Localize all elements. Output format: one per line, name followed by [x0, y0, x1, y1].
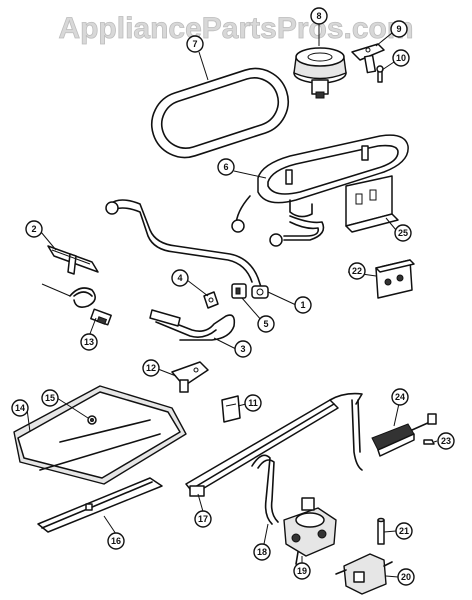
svg-text:4: 4	[177, 273, 182, 283]
part-spark-module	[351, 399, 437, 471]
callout-2: 2	[25, 220, 43, 238]
svg-text:2: 2	[31, 224, 36, 234]
part-manifold-rail	[185, 392, 363, 497]
svg-text:19: 19	[297, 566, 307, 576]
part-screw	[376, 65, 384, 83]
part-flex-tube	[251, 454, 279, 525]
callout-15: 15	[41, 389, 59, 407]
leader-lines	[26, 24, 438, 578]
svg-text:25: 25	[398, 228, 408, 238]
svg-text:22: 22	[352, 266, 362, 276]
svg-text:21: 21	[399, 526, 409, 536]
part-clip-plate	[221, 395, 241, 423]
callout-17: 17	[194, 510, 212, 528]
svg-text:8: 8	[316, 11, 321, 21]
part-solenoid-valve	[335, 553, 393, 595]
svg-text:20: 20	[401, 572, 411, 582]
svg-text:18: 18	[257, 547, 267, 557]
part-valve-body	[231, 283, 247, 299]
callout-1: 1	[294, 296, 312, 314]
callout-16: 16	[107, 532, 125, 550]
callout-9: 9	[390, 20, 408, 38]
svg-text:7: 7	[192, 39, 197, 49]
part-burner-bracket	[351, 43, 385, 74]
svg-text:9: 9	[396, 24, 401, 34]
watermark: AppliancePartsPros.com	[58, 12, 413, 45]
svg-text:15: 15	[45, 393, 55, 403]
svg-text:1: 1	[300, 300, 305, 310]
callout-22: 22	[348, 262, 366, 280]
svg-text:16: 16	[111, 536, 121, 546]
part-burner-ring	[151, 67, 289, 159]
svg-text:3: 3	[240, 344, 245, 354]
callout-13: 13	[80, 333, 98, 351]
part-bent-tube	[149, 309, 236, 341]
callout-10: 10	[392, 49, 410, 67]
callout-25: 25	[394, 224, 412, 242]
svg-text:6: 6	[223, 162, 228, 172]
svg-text:24: 24	[395, 392, 405, 402]
part-regulator-valve	[283, 497, 337, 565]
part-fastener	[87, 415, 97, 425]
callout-12: 12	[142, 359, 160, 377]
part-gas-tubing	[105, 195, 325, 291]
callout-24: 24	[391, 388, 409, 406]
part-burner-head	[293, 47, 347, 99]
part-mounting-plate	[345, 175, 399, 233]
svg-text:11: 11	[248, 398, 258, 408]
part-heat-shield	[13, 385, 187, 485]
part-valve-bracket	[171, 361, 209, 393]
svg-text:14: 14	[15, 403, 25, 413]
callout-23: 23	[437, 432, 455, 450]
part-terminal-block	[375, 259, 415, 299]
part-burner-pan	[257, 134, 409, 218]
callout-20: 20	[397, 568, 415, 586]
callout-6: 6	[217, 158, 235, 176]
callout-14: 14	[11, 399, 29, 417]
svg-text:17: 17	[198, 514, 208, 524]
part-burner-bar	[37, 477, 163, 533]
callout-18: 18	[253, 543, 271, 561]
part-small-screw	[423, 439, 435, 445]
callout-11: 11	[244, 394, 262, 412]
callout-8: 8	[310, 7, 328, 25]
callout-19: 19	[293, 562, 311, 580]
callout-7: 7	[186, 35, 204, 53]
svg-text:10: 10	[396, 53, 406, 63]
callout-3: 3	[234, 340, 252, 358]
svg-text:13: 13	[84, 337, 94, 347]
callout-5: 5	[257, 315, 275, 333]
svg-text:12: 12	[146, 363, 156, 373]
svg-text:5: 5	[263, 319, 268, 329]
svg-text:23: 23	[441, 436, 451, 446]
callout-21: 21	[395, 522, 413, 540]
part-sensor-wire	[41, 283, 112, 326]
part-igniter-bracket	[47, 245, 99, 275]
part-tube-piece	[377, 517, 385, 545]
callout-4: 4	[171, 269, 189, 287]
part-valve-connector	[251, 285, 269, 299]
